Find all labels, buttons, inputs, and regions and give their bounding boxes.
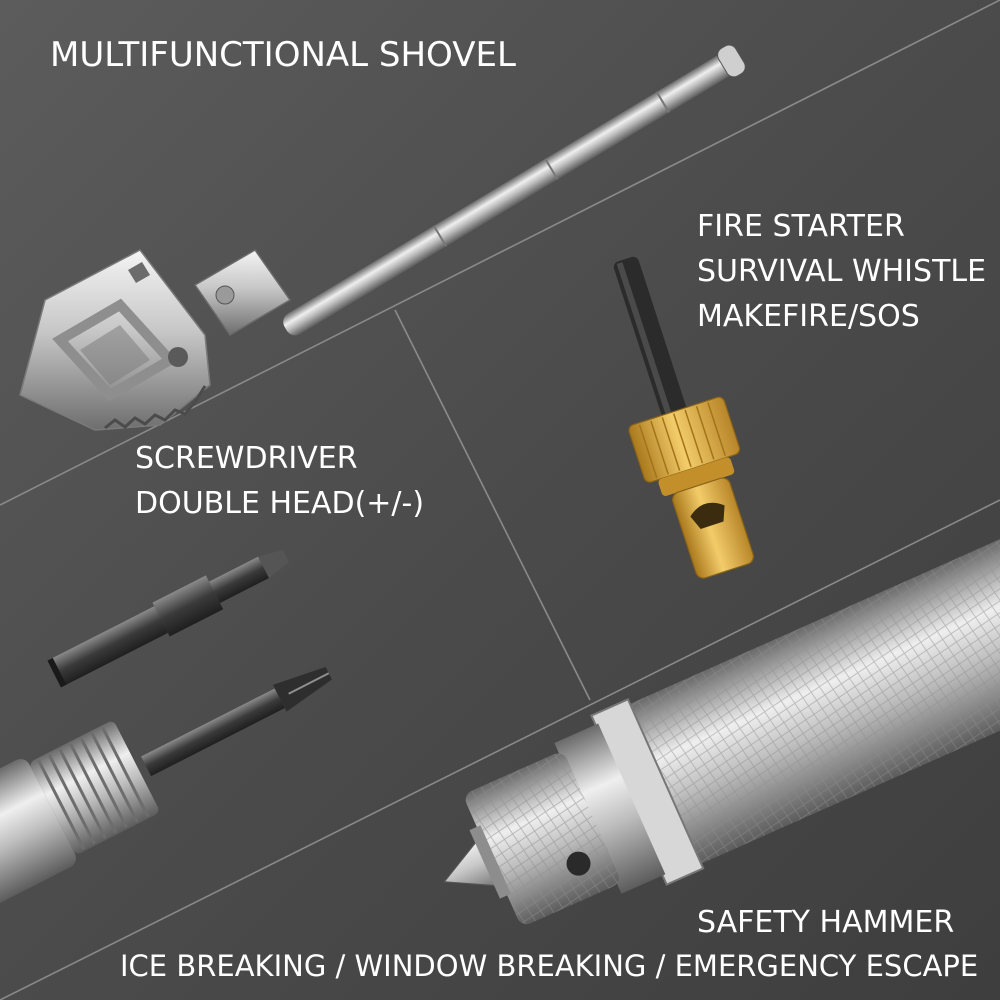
screwdriver-label: SCREWDRIVER bbox=[135, 441, 358, 476]
fire-starter-whistle-icon bbox=[613, 256, 754, 579]
screwdriver-bits-icon bbox=[0, 549, 332, 910]
fire-starter-label: FIRE STARTER bbox=[697, 209, 905, 244]
safety-hammer-icon bbox=[443, 500, 1000, 925]
safety-hammer-label: SAFETY HAMMER bbox=[697, 905, 955, 940]
survival-whistle-label: SURVIVAL WHISTLE bbox=[697, 254, 987, 289]
makefire-sos-label: MAKEFIRE/SOS bbox=[697, 299, 920, 334]
hammer-uses-label: ICE BREAKING / WINDOW BREAKING / EMERGEN… bbox=[120, 949, 979, 983]
folding-shovel-icon bbox=[19, 44, 746, 431]
double-head-label: DOUBLE HEAD(+/-) bbox=[135, 486, 425, 521]
shovel-label: MULTIFUNCTIONAL SHOVEL bbox=[50, 35, 516, 75]
